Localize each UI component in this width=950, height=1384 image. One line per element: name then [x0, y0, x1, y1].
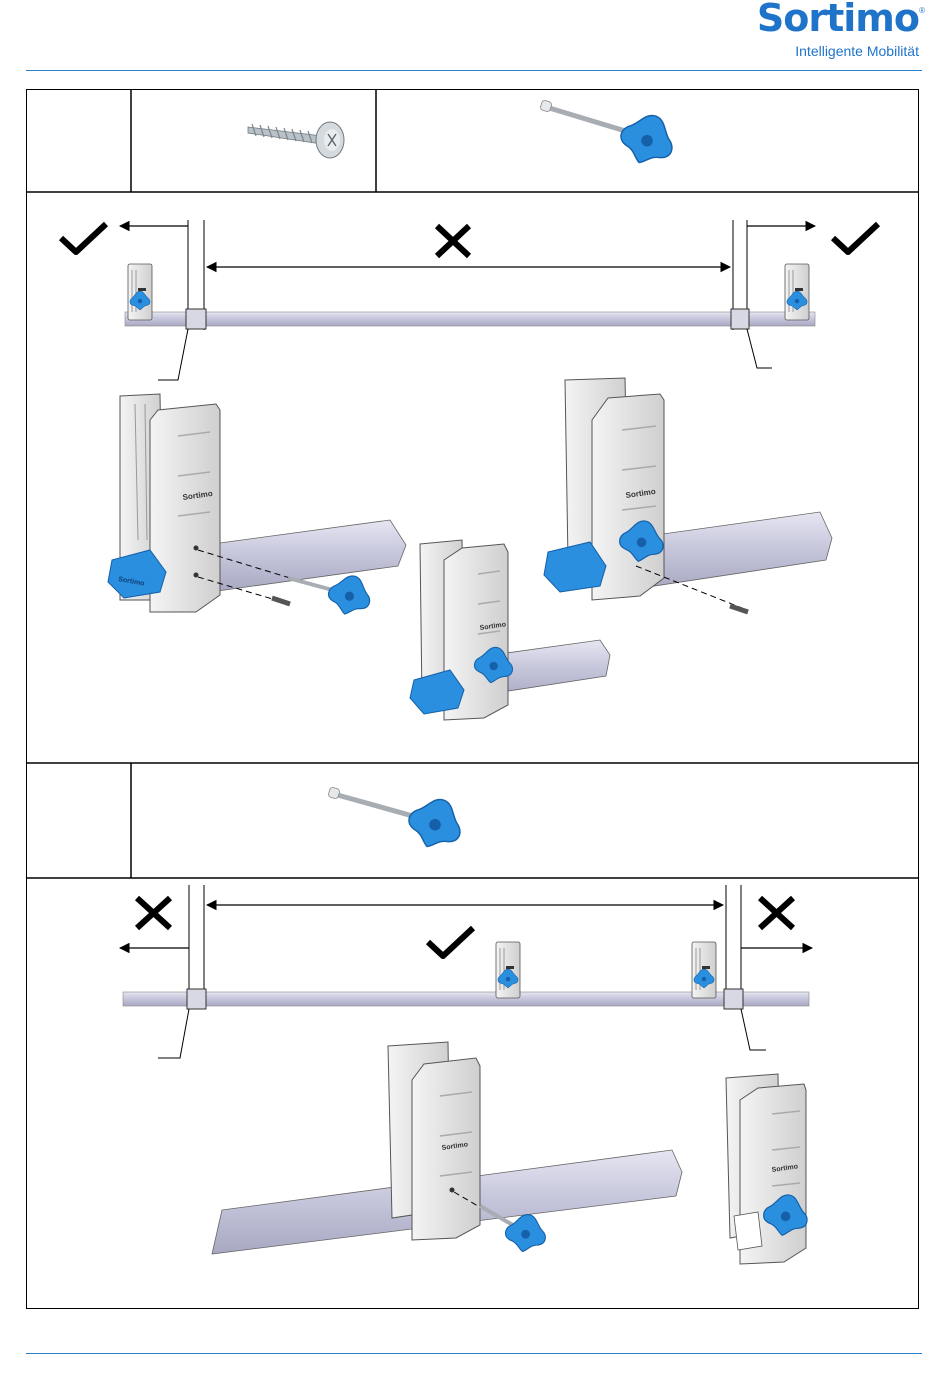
star-knob-bolt-icon	[540, 100, 681, 172]
cross-mark-icon	[437, 226, 469, 256]
bottom-assembly-illustration: Sortimo Sortimo	[212, 1042, 811, 1264]
check-mark-right-icon	[833, 224, 878, 252]
check-mark-left-icon	[61, 224, 106, 252]
bottom-allowed-rail-diagram	[120, 885, 812, 1058]
top-allowed-rail-diagram	[61, 220, 878, 380]
self-tapping-screw-icon	[248, 122, 344, 158]
check-mark-center-icon	[428, 928, 473, 956]
top-parts-row	[26, 89, 919, 192]
cross-mark-right-icon	[760, 898, 793, 928]
cross-mark-left-icon	[137, 898, 170, 928]
bottom-parts-row	[26, 763, 919, 878]
star-knob-bolt-icon-bottom	[328, 787, 469, 856]
top-assembly-illustration: Sortimo Sortimo Sortimo Sortimo	[108, 378, 832, 720]
